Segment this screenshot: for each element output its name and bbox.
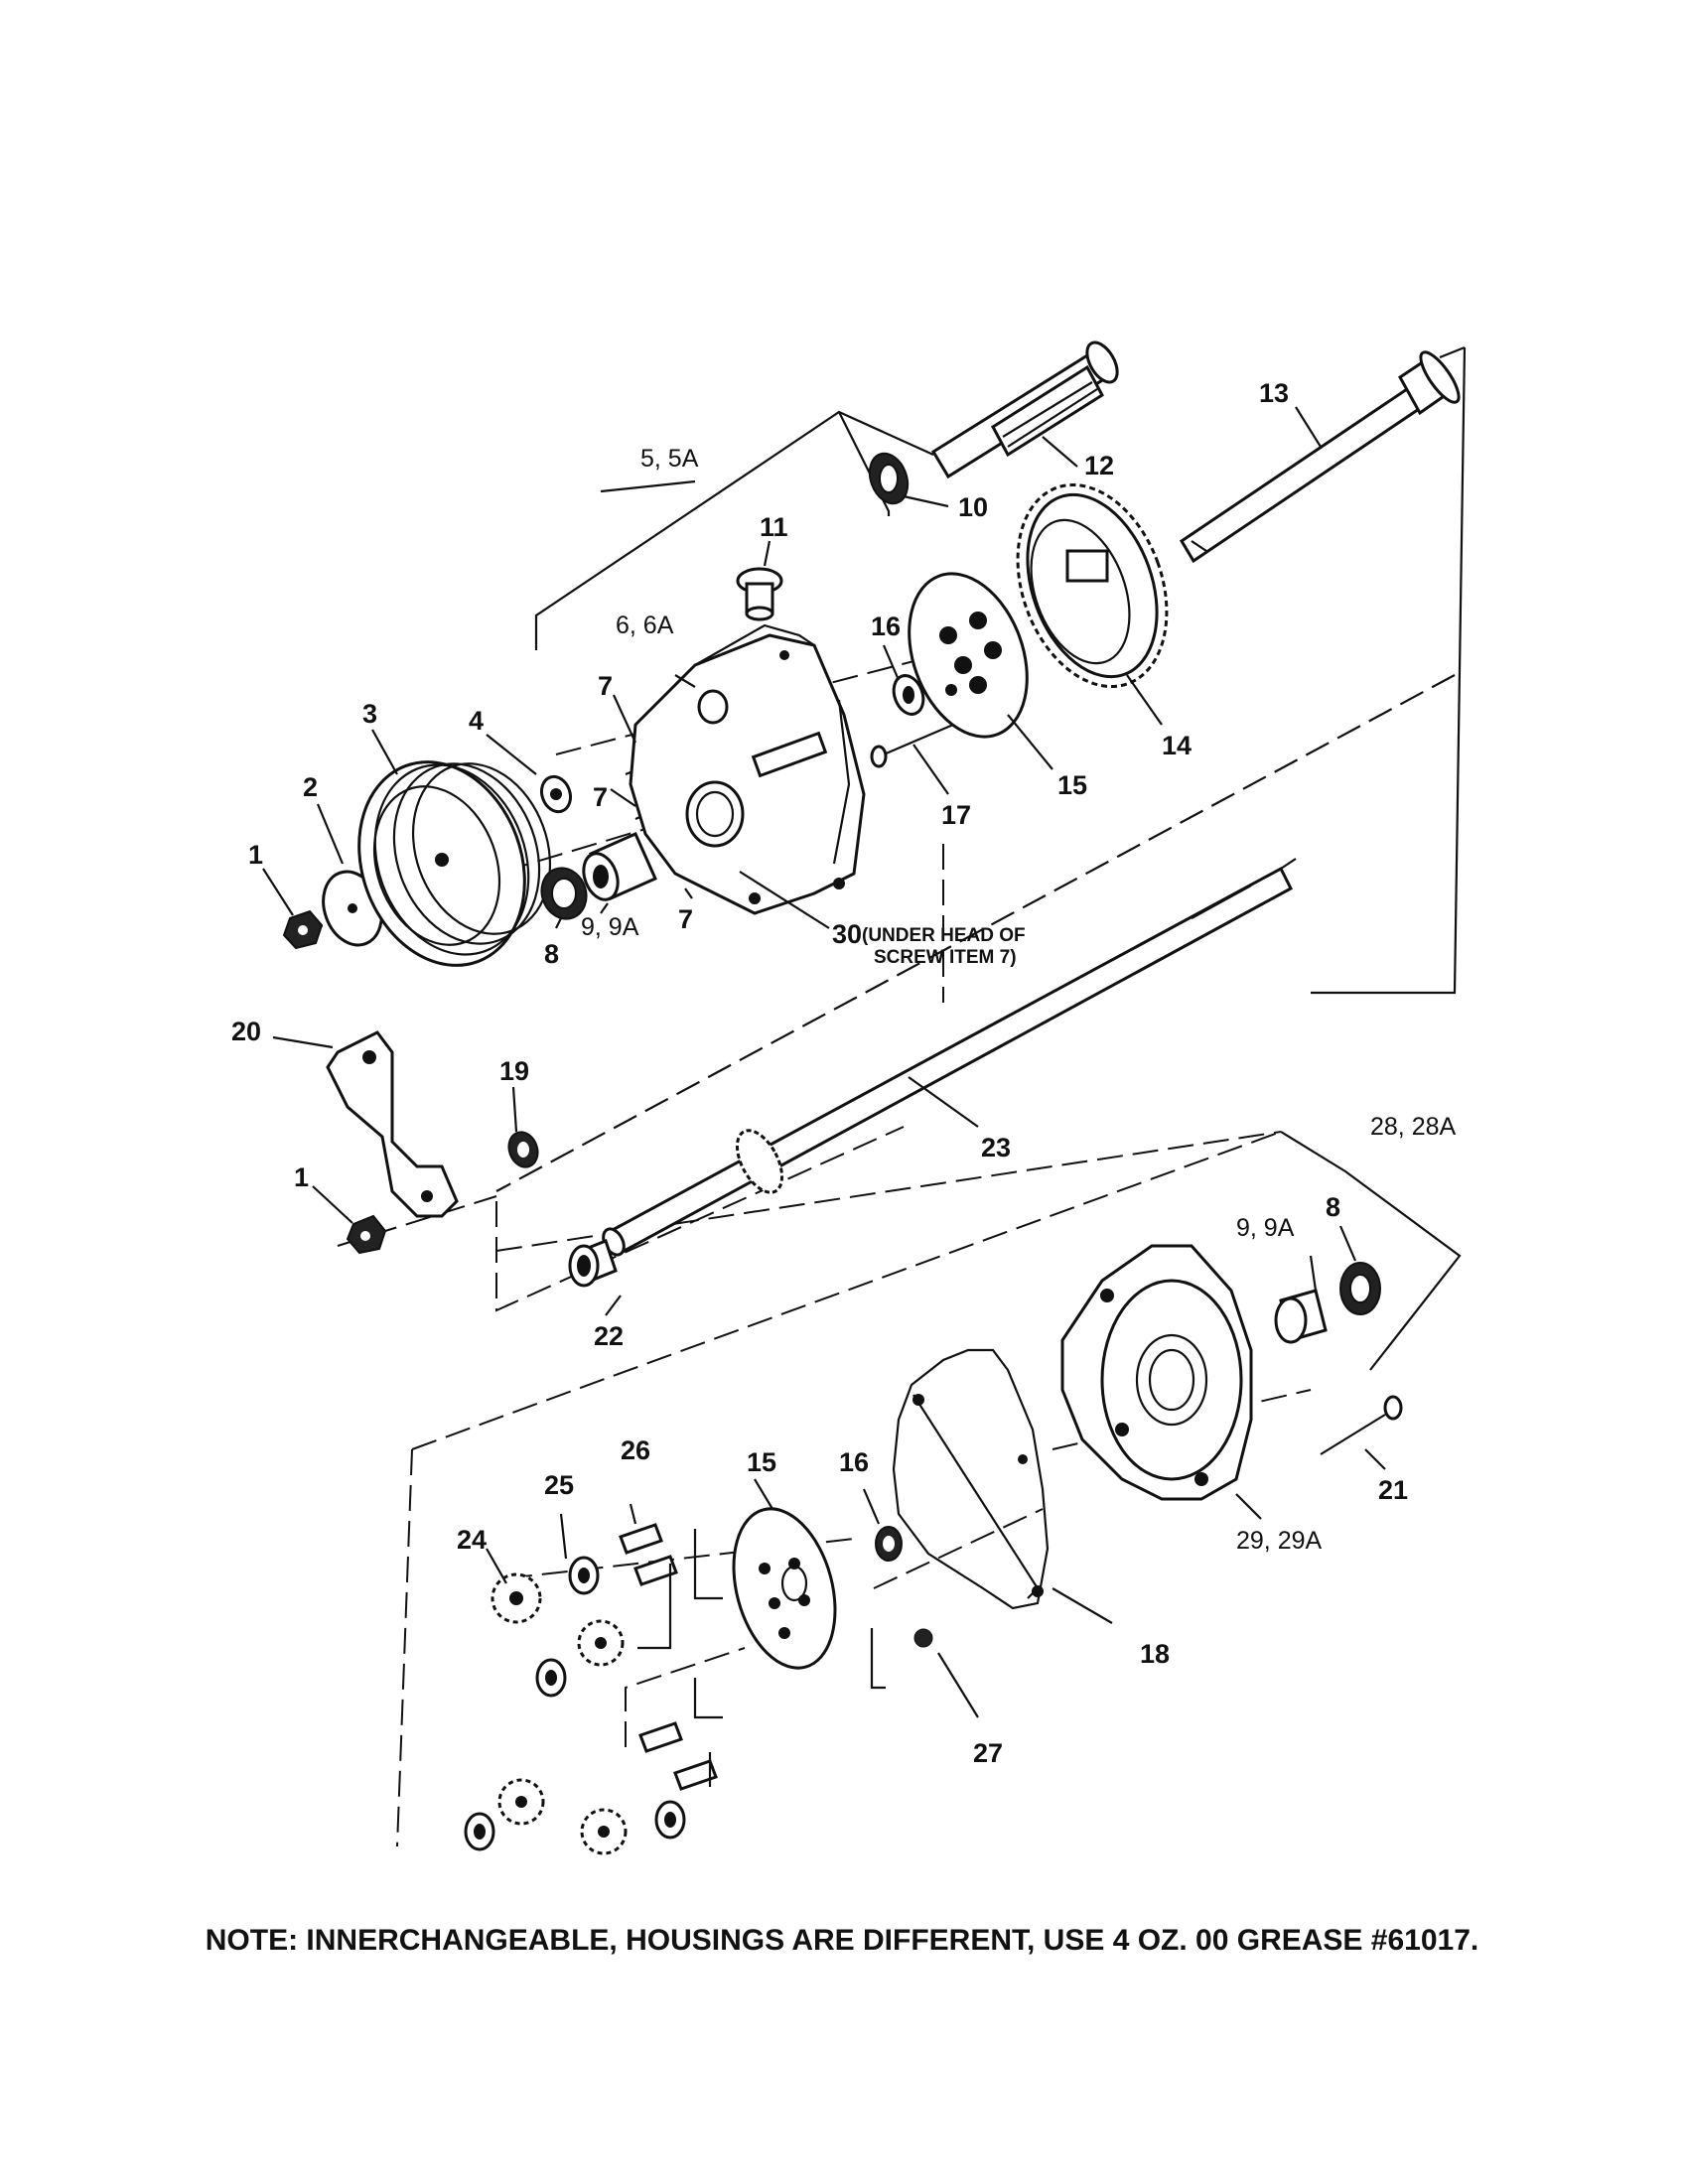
callout-24: 24: [457, 1525, 487, 1555]
bearing-8-top: [540, 867, 588, 920]
plate-15-top: [908, 572, 1029, 739]
callout-16-top: 16: [871, 612, 901, 641]
callout-29: 29, 29A: [1236, 1527, 1323, 1555]
callout-27: 27: [973, 1738, 1003, 1768]
callout-1-top: 1: [248, 840, 263, 870]
pulley-3: [357, 760, 552, 967]
spacers-25: [464, 1556, 686, 1851]
callout-23: 23: [981, 1133, 1011, 1162]
shaft-13: [1179, 350, 1461, 564]
callout-17: 17: [941, 800, 971, 830]
housing-6: [629, 623, 866, 915]
bushing-9-top: [582, 832, 657, 901]
bracket-20: [326, 1030, 459, 1218]
plug-11: [736, 567, 783, 621]
shaft-23: [602, 858, 1297, 1257]
pins-26: [619, 1523, 718, 1791]
callout-28: 28, 28A: [1370, 1113, 1457, 1141]
callout-18: 18: [1140, 1639, 1170, 1669]
bushing-9-lower: [1274, 1289, 1328, 1344]
callout-21: 21: [1378, 1475, 1408, 1505]
pin-leader-lines: [625, 1529, 886, 1787]
callout-4: 4: [469, 706, 484, 736]
callout-20: 20: [231, 1017, 261, 1046]
callout-6: 6, 6A: [616, 612, 674, 639]
callout-9-lower: 9, 9A: [1236, 1214, 1295, 1242]
callout-8-lower: 8: [1326, 1192, 1340, 1222]
callout-2: 2: [303, 772, 318, 802]
washer-16-top: [892, 674, 925, 716]
assembly-bracket-lines: [396, 345, 1467, 1847]
bearing-8-lower: [1339, 1262, 1381, 1315]
callout-30-note-line2: SCREW ITEM 7): [874, 947, 1017, 968]
washer-19: [507, 1131, 539, 1168]
nut-1-top: [282, 909, 324, 950]
callout-8-top: 8: [544, 939, 559, 969]
shaft-12: [930, 341, 1119, 479]
callout-5: 5, 5A: [640, 445, 699, 473]
callout-1-lower: 1: [294, 1162, 309, 1192]
callout-22: 22: [594, 1321, 624, 1351]
callout-30-note-line1: (UNDER HEAD OF: [862, 925, 1026, 946]
callout-14: 14: [1162, 731, 1192, 760]
callout-7-lower: 7: [678, 904, 693, 934]
housing-29: [1060, 1244, 1253, 1501]
grease-note: NOTE: INNERCHANGEABLE, HOUSINGS ARE DIFF…: [205, 1924, 1479, 1957]
callout-12: 12: [1084, 451, 1114, 480]
washer-16-lower: [875, 1526, 903, 1562]
callout-10: 10: [958, 492, 988, 522]
callout-7-upper: 7: [598, 671, 613, 701]
callout-16-lower: 16: [839, 1447, 869, 1477]
callout-9-top: 9, 9A: [581, 913, 639, 941]
pinion-gears-24: [491, 1572, 628, 1855]
callout-19: 19: [499, 1056, 529, 1086]
washer-4: [539, 774, 573, 814]
callout-3: 3: [362, 699, 377, 729]
gasket-18: [892, 1348, 1050, 1610]
callout-13: 13: [1259, 378, 1289, 408]
ball-27: [913, 1628, 933, 1648]
callout-15-lower: 15: [747, 1447, 776, 1477]
plate-15-lower: [732, 1507, 837, 1670]
callout-11: 11: [760, 512, 788, 542]
callout-labels: 1 2 3 4 5, 5A 6, 6A 7 7 7 8 9, 9A 10 11 …: [231, 378, 1457, 1768]
callout-leaders: [262, 406, 1386, 1718]
bolt-21: [1320, 1395, 1403, 1455]
bolt-17: [870, 723, 954, 768]
callout-25: 25: [544, 1470, 574, 1500]
callout-30: 30: [832, 919, 862, 949]
nut-1-lower: [346, 1214, 387, 1255]
callout-26: 26: [621, 1435, 650, 1465]
callout-7-mid: 7: [593, 782, 608, 812]
gear-14: [1016, 482, 1169, 689]
bushing-22: [568, 1239, 618, 1288]
bearing-10: [868, 452, 910, 505]
callout-15-top: 15: [1057, 770, 1087, 800]
